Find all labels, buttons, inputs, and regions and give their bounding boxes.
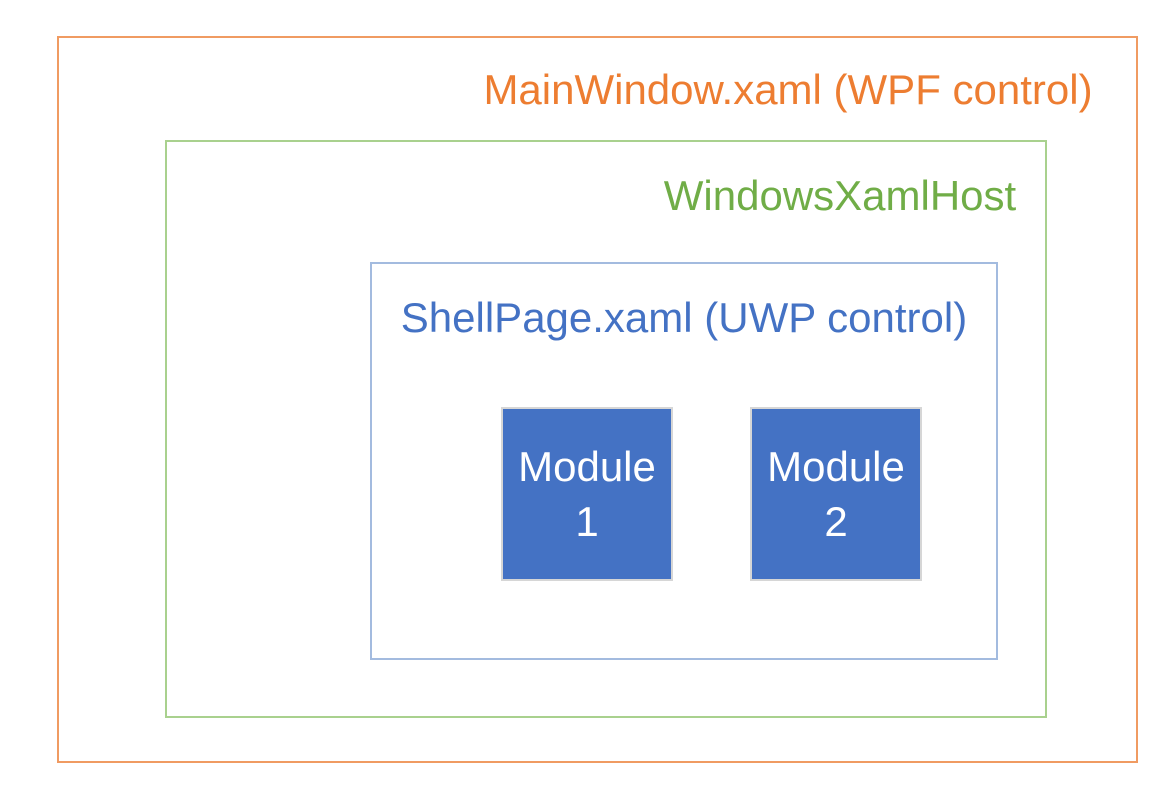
module-2-label-line2: 2 [824,498,848,545]
module-2-label: Module 2 [767,439,905,549]
shellpage-uwp-label: ShellPage.xaml (UWP control) [400,294,968,341]
module-1-label-line2: 1 [575,498,599,545]
windowsxamlhost-box: WindowsXamlHost ShellPage.xaml (UWP cont… [165,140,1047,718]
module-1-label: Module 1 [518,439,656,549]
windowsxamlhost-label: WindowsXamlHost [663,172,1017,219]
mainwindow-wpf-label: MainWindow.xaml (WPF control) [483,66,1093,113]
shellpage-uwp-box: ShellPage.xaml (UWP control) Module 1 Mo… [370,262,998,660]
module-2-box: Module 2 [750,407,922,581]
module-1-label-line1: Module [518,443,656,490]
module-1-box: Module 1 [501,407,673,581]
module-2-label-line1: Module [767,443,905,490]
mainwindow-wpf-box: MainWindow.xaml (WPF control) WindowsXam… [57,36,1138,763]
